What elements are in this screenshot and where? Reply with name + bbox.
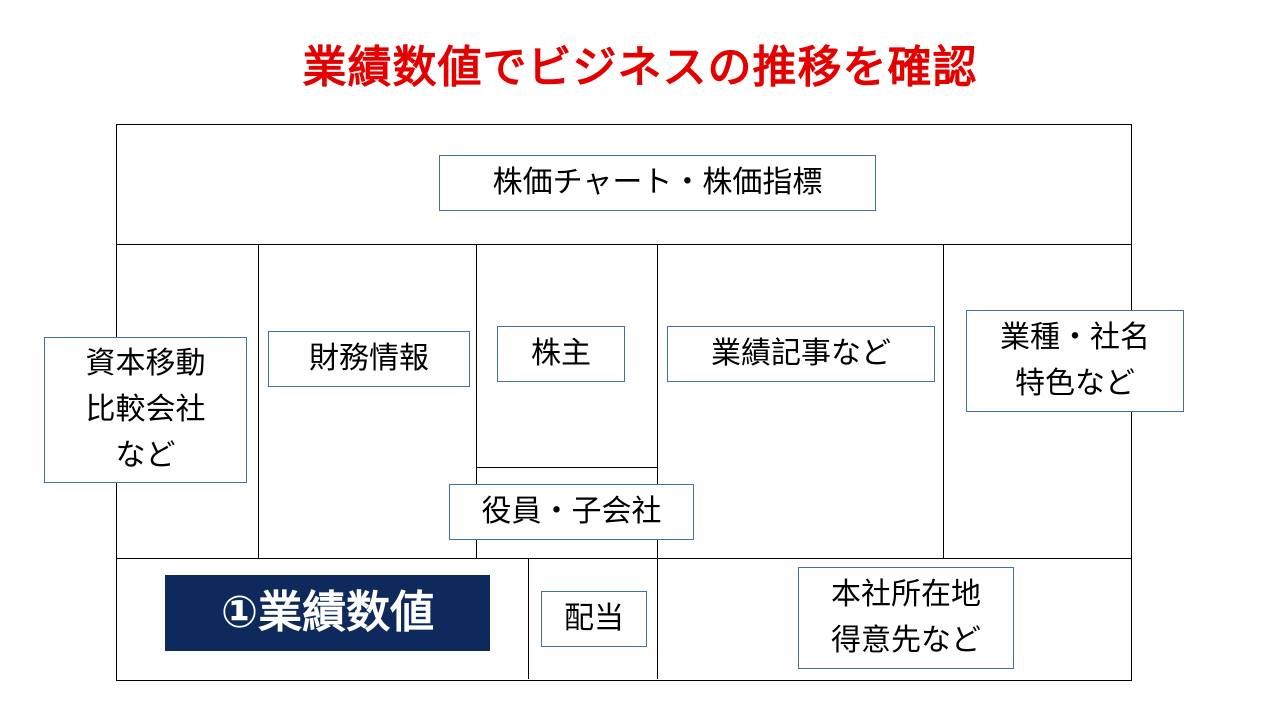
- articles-label: 業績記事など: [667, 326, 935, 382]
- divider: [476, 244, 477, 559]
- divider: [116, 558, 1131, 559]
- shareholders-label: 株主: [497, 326, 625, 382]
- slide-title: 業績数値でビジネスの推移を確認: [302, 42, 978, 93]
- divider: [116, 244, 1131, 245]
- stock-chart-label: 株価チャート・株価指標: [439, 155, 876, 211]
- officers-label: 役員・子会社: [449, 484, 694, 540]
- headquarters-label: 本社所在地 得意先など: [798, 567, 1014, 669]
- divider: [258, 244, 259, 559]
- financial-info-label: 財務情報: [268, 331, 470, 387]
- divider: [657, 244, 658, 559]
- divider: [528, 558, 529, 679]
- industry-label: 業種・社名 特色など: [966, 310, 1184, 412]
- performance-figures-label: ①業績数値: [165, 575, 490, 651]
- capital-movement-label: 資本移動 比較会社 など: [44, 337, 247, 483]
- divider: [476, 467, 658, 468]
- divider: [943, 244, 944, 559]
- dividend-label: 配当: [541, 591, 647, 647]
- divider: [657, 558, 658, 679]
